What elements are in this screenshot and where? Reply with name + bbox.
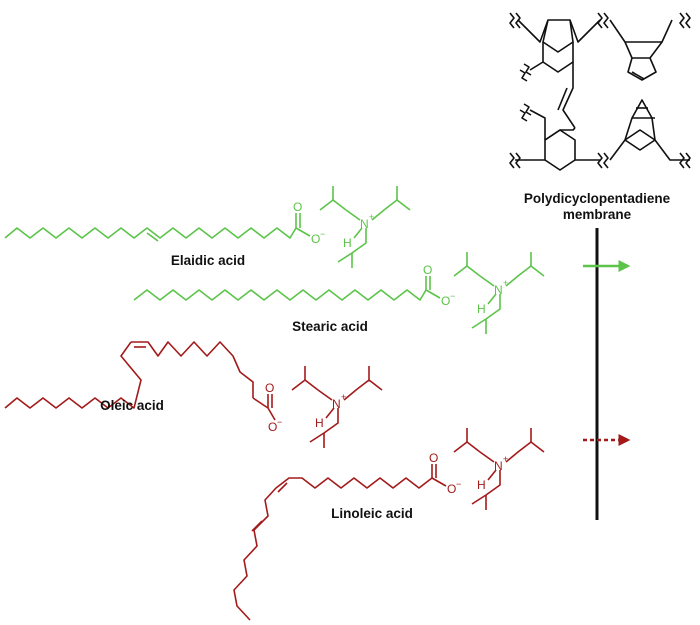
- linoleic-chain: [233, 477, 433, 621]
- ammonium-d-hydrogen: H: [477, 478, 486, 492]
- ammonium-c-hydrogen: H: [315, 416, 324, 430]
- stearic-minus: −: [450, 291, 455, 301]
- break-mark-7: [597, 152, 609, 169]
- oleic-carboxyl: [252, 397, 269, 409]
- membrane-label-line1: Polydicyclopentadiene: [524, 191, 671, 206]
- break-mark-6: [509, 152, 521, 169]
- break-mark-4: [519, 63, 532, 82]
- nh-bond-a: [353, 227, 363, 239]
- bridge-double: [557, 87, 568, 111]
- ring-top-left-lower: [542, 42, 574, 73]
- isobutyl-d1: [453, 441, 481, 453]
- isobutyl-d1-n: [479, 451, 495, 463]
- linoleic-oxygen: O: [429, 451, 438, 465]
- ring-bottom-left: [544, 129, 576, 171]
- linoleic-oxide: O: [447, 482, 456, 496]
- ammonium-c-plus: +: [341, 392, 346, 402]
- backbone-top-right: [609, 19, 673, 43]
- oleic-minus: −: [277, 417, 282, 427]
- oleic-acid-molecule: [4, 341, 276, 421]
- nh-bond-b: [487, 293, 497, 305]
- break-mark-8: [679, 152, 691, 169]
- oleic-oxide-bond: [267, 407, 276, 421]
- ammonium-oleic: [291, 366, 383, 448]
- stearic-oxygen: O: [423, 263, 432, 277]
- ammonium-d-plus: +: [503, 454, 508, 464]
- membrane-label-line2: membrane: [563, 207, 632, 222]
- oleic-oxygen: O: [265, 381, 274, 395]
- ammonium-c-nitrogen: N: [332, 397, 341, 411]
- isobutyl-b2: [505, 265, 545, 287]
- isobutyl-a2: [371, 199, 411, 221]
- elaidic-oxide-bond: [295, 227, 311, 237]
- linoleic-acid-molecule: [233, 464, 447, 621]
- stub-top-left: [529, 61, 544, 71]
- ring-bottom-right: [624, 99, 656, 141]
- linoleic-cis-double-1: [277, 482, 288, 493]
- stub-bottom-left: [529, 109, 546, 140]
- stearic-oxide: O: [441, 294, 450, 308]
- ammonium-b-plus: +: [503, 278, 508, 288]
- stearic-chain: [133, 289, 427, 301]
- elaidic-oxygen: O: [293, 200, 302, 214]
- elaidic-acid-label: Elaidic acid: [171, 253, 245, 268]
- linoleic-minus: −: [456, 479, 461, 489]
- elaidic-minus: −: [320, 229, 325, 239]
- polydicyclopentadiene-structure: [509, 12, 691, 171]
- ammonium-stearic: [453, 252, 545, 334]
- ammonium-b-hydrogen: H: [477, 302, 486, 316]
- elaidic-chain: [4, 227, 297, 239]
- elaidic-acid-molecule: [4, 213, 311, 242]
- ammonium-a-hydrogen: H: [343, 236, 352, 250]
- break-mark-2: [597, 12, 609, 29]
- bridge-chain: [562, 62, 576, 129]
- ammonium-a-nitrogen: N: [360, 217, 369, 231]
- cyclopentene-top: [627, 57, 657, 81]
- isobutyl-c1-n: [317, 389, 333, 401]
- linoleic-cis-double-2: [251, 520, 263, 532]
- ammonium-d-nitrogen: N: [494, 459, 503, 473]
- ring-bottom-right-lower: [624, 139, 656, 151]
- linoleic-acid-label: Linoleic acid: [331, 506, 413, 521]
- stearic-acid-molecule: [133, 276, 441, 301]
- oleic-oxide: O: [268, 420, 277, 434]
- ring-top-right: [624, 41, 663, 59]
- elaidic-trans-double: [146, 232, 159, 242]
- isobutyl-a1-n: [345, 209, 361, 221]
- elaidic-oxide: O: [311, 232, 320, 246]
- ring-top-left: [542, 19, 574, 53]
- backbone-top-left: [517, 19, 601, 43]
- cyclopentene-top-double: [631, 71, 645, 80]
- ammonium-b-nitrogen: N: [494, 283, 503, 297]
- ammonium-a-plus: +: [369, 212, 374, 222]
- ammonium-linoleic: [453, 428, 545, 510]
- oleic-chain-left: [4, 341, 142, 409]
- nh-bond-d: [487, 469, 497, 481]
- ammonium-elaidic: [319, 186, 411, 268]
- linoleic-oxide-bond: [431, 477, 447, 487]
- isobutyl-a3: [337, 228, 367, 263]
- oleic-acid-label: Oleic acid: [100, 398, 164, 413]
- break-mark-3: [679, 12, 691, 29]
- isobutyl-d2: [505, 441, 545, 463]
- isobutyl-c2: [343, 379, 383, 401]
- isobutyl-b1-n: [479, 275, 495, 287]
- isobutyl-a1: [319, 199, 347, 211]
- stearic-acid-label: Stearic acid: [292, 319, 368, 334]
- isobutyl-b3: [471, 294, 501, 329]
- stearic-oxide-bond: [425, 289, 441, 299]
- break-mark-5: [519, 103, 532, 122]
- oleic-chain-right: [131, 341, 254, 398]
- isobutyl-c3: [309, 408, 339, 443]
- isobutyl-d3: [471, 470, 501, 505]
- isobutyl-b1: [453, 265, 481, 277]
- break-mark-1: [509, 12, 521, 29]
- nh-bond-c: [325, 407, 335, 419]
- backbone-bottom-right: [609, 129, 690, 161]
- isobutyl-c1: [291, 379, 319, 391]
